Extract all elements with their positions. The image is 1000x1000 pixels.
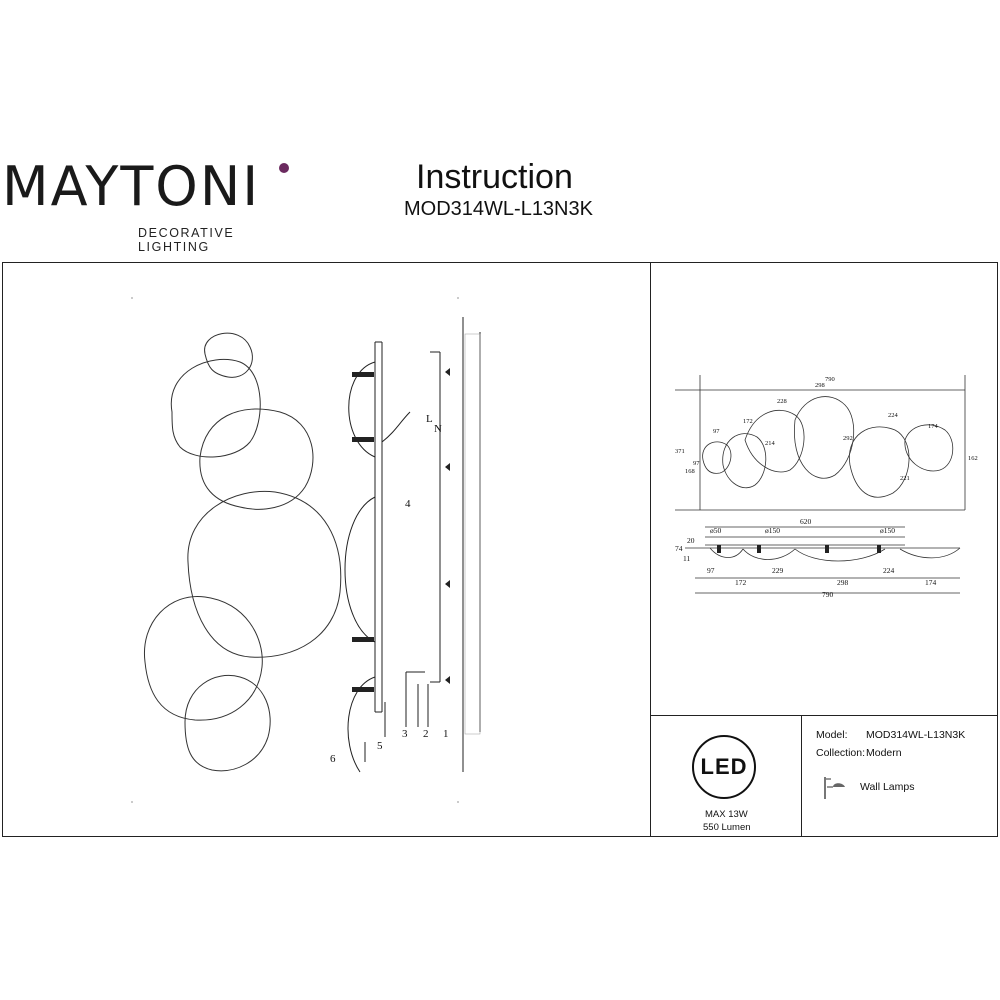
info-collection-label: Collection: [816,747,866,759]
part-number-4: 4 [405,498,411,510]
dim-front-97-top: 97 [713,428,720,435]
part-number-1: 1 [443,728,449,740]
dim-side-790: 790 [822,590,834,599]
frame-divider-vertical [650,262,651,837]
spec-lumen: 550 Lumen [703,822,751,833]
dim-front-228: 228 [777,398,787,405]
document-title: Instruction [416,158,573,196]
brand-dot [279,163,289,173]
dimension-drawing-side: 620 ø50 ø150 ø150 20 74 11 97 172 229 29… [675,517,961,599]
dim-front-97-side: 97 [693,460,700,467]
dim-side-phi50: ø50 [710,526,722,535]
dim-side-229: 229 [772,566,784,575]
dim-front-221: 221 [900,475,910,482]
document-model-code: MOD314WL-L13N3K [404,198,593,220]
lamp-shade-upper-left [170,358,261,458]
part-number-6: 6 [330,753,336,765]
lamp-shade-lower-left [143,595,263,721]
dim-side-phi150-right: ø150 [880,526,895,535]
dim-side-298: 298 [837,578,849,587]
dimension-drawing-front: 790 298 228 224 172 174 97 97 214 292 22… [675,375,978,511]
lamp-shade-small-top [204,332,253,378]
info-model-value: MOD314WL-L13N3K [866,729,966,741]
assembly-side-view: L N 1 2 3 4 5 6 [330,317,481,773]
brand-logo: MAYTONI DECORATIVE LIGHTING [0,155,300,254]
dim-front-224: 224 [888,412,899,419]
brand-name: MAYTONI [2,155,261,218]
part-number-5: 5 [377,740,383,752]
frame-divider-horizontal [650,715,998,716]
dim-front-168: 168 [685,468,695,475]
led-badge-label: LED [700,754,748,779]
dim-front-174: 174 [928,423,939,430]
info-model-label: Model: [816,729,848,741]
info-collection-value: Modern [866,747,902,759]
part-number-2: 2 [423,728,429,740]
info-type-label: Wall Lamps [860,781,915,793]
dim-front-162: 162 [968,455,978,462]
dim-side-174: 174 [925,578,937,587]
dim-front-172: 172 [743,418,753,425]
dim-side-224: 224 [883,566,895,575]
dim-side-172: 172 [735,578,747,587]
dim-front-371: 371 [675,448,685,455]
dim-side-11: 11 [683,554,690,563]
dim-front-214: 214 [765,440,776,447]
wire-label-l: L [426,413,433,425]
dim-front-292: 292 [843,435,853,442]
dim-side-620: 620 [800,517,812,526]
frame-divider-info [801,715,802,837]
wall-lamp-icon [824,777,845,799]
dim-front-center-width: 298 [815,382,825,389]
wire-label-n: N [434,423,442,435]
dim-side-phi150-left: ø150 [765,526,780,535]
lamp-shade-upper-right [199,408,314,510]
lamp-shade-bottom [184,675,271,772]
dim-side-97: 97 [707,566,715,575]
part-number-3: 3 [402,728,408,740]
brand-tagline: DECORATIVE LIGHTING [138,226,235,254]
dim-side-74: 74 [675,544,683,553]
drawing-frame [2,262,998,837]
led-badge: LED [692,735,756,799]
lamp-shade-center [187,490,342,658]
dim-side-20: 20 [687,536,695,545]
dim-front-overall-width: 790 [825,376,835,383]
spec-power: MAX 13W [705,809,748,820]
lamp-front-illustration [131,297,459,803]
